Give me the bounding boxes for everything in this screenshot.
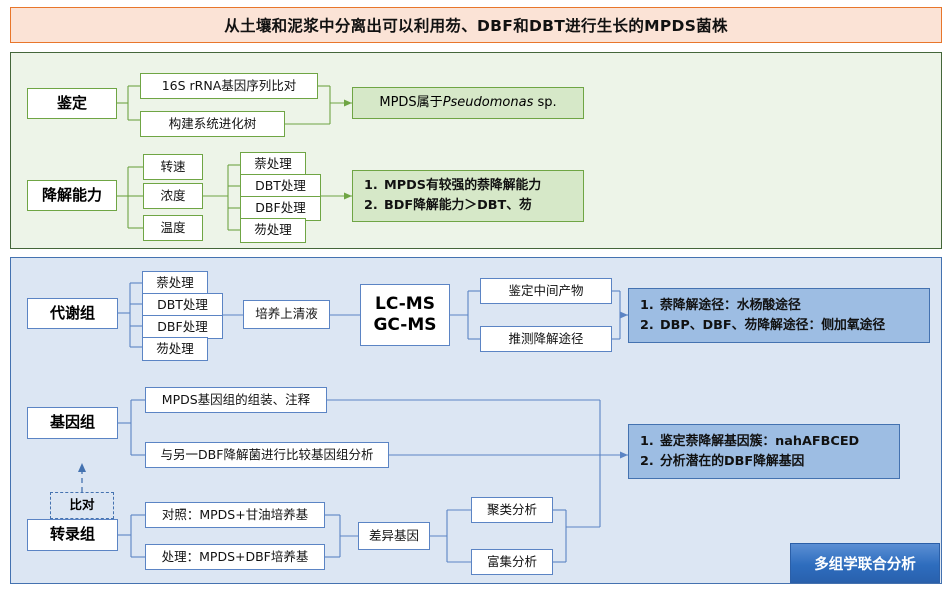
metabolome-analysis-2[interactable]: 推测降解途径 — [480, 326, 612, 352]
degradation-result-line-2: BDF降解能力＞DBT、芴 — [384, 198, 532, 213]
metabolome-head[interactable]: 代谢组 — [27, 298, 118, 329]
cluster-analysis-box[interactable]: 聚类分析 — [471, 497, 553, 523]
compare-node[interactable]: 比对 — [50, 492, 114, 519]
omics-result-line-2: 分析潜在的DBF降解基因 — [660, 453, 805, 469]
diagram-title: 从土壤和泥浆中分离出可以利用芴、DBF和DBT进行生长的MPDS菌株 — [10, 7, 942, 43]
omics-result: 1.鉴定萘降解基因簇：nahAFBCED 2.分析潜在的DBF降解基因 — [628, 424, 900, 479]
culture-supernatant-box[interactable]: 培养上清液 — [243, 300, 330, 329]
degradation-factor-1[interactable]: 转速 — [143, 154, 203, 180]
degradation-head[interactable]: 降解能力 — [27, 180, 117, 211]
degradation-result-line-1: MPDS有较强的萘降解能力 — [384, 178, 542, 194]
degradation-result-list: 1.MPDS有较强的萘降解能力 2.BDF降解能力＞DBT、芴 — [353, 171, 583, 221]
degradation-treatment-3[interactable]: DBF处理 — [240, 196, 321, 221]
metabolome-result: 1.萘降解途径：水杨酸途径 2.DBP、DBF、芴降解途径：侧加氧途径 — [628, 288, 930, 343]
omics-result-list: 1.鉴定萘降解基因簇：nahAFBCED 2.分析潜在的DBF降解基因 — [629, 427, 899, 477]
metabolome-result-line-2: DBP、DBF、芴降解途径：侧加氧途径 — [660, 317, 886, 333]
metabolome-result-list: 1.萘降解途径：水杨酸途径 2.DBP、DBF、芴降解途径：侧加氧途径 — [629, 291, 929, 341]
deg-box[interactable]: 差异基因 — [358, 522, 430, 550]
ms-instrument-box[interactable]: LC-MS GC-MS — [360, 284, 450, 346]
metabolome-treatment-3[interactable]: DBF处理 — [142, 315, 223, 339]
genome-task-1[interactable]: MPDS基因组的组装、注释 — [145, 387, 327, 413]
genome-head[interactable]: 基因组 — [27, 407, 118, 439]
degradation-treatment-4[interactable]: 芴处理 — [240, 218, 306, 243]
degradation-result: 1.MPDS有较强的萘降解能力 2.BDF降解能力＞DBT、芴 — [352, 170, 584, 222]
metabolome-treatment-2[interactable]: DBT处理 — [142, 293, 223, 317]
enrichment-analysis-box[interactable]: 富集分析 — [471, 549, 553, 575]
degradation-factor-3[interactable]: 温度 — [143, 215, 203, 241]
transcriptome-head[interactable]: 转录组 — [27, 519, 118, 551]
genome-task-2[interactable]: 与另一DBF降解菌进行比较基因组分析 — [145, 442, 389, 468]
multi-omics-badge: 多组学联合分析 — [790, 543, 940, 583]
degradation-factor-2[interactable]: 浓度 — [143, 183, 203, 209]
degradation-treatment-2[interactable]: DBT处理 — [240, 174, 321, 199]
identification-result: MPDS属于Pseudomonas sp. — [352, 87, 584, 119]
omics-result-line-1: 鉴定萘降解基因簇：nahAFBCED — [660, 433, 860, 449]
identification-method-2[interactable]: 构建系统进化树 — [140, 111, 285, 137]
metabolome-treatment-4[interactable]: 芴处理 — [142, 337, 208, 361]
transcriptome-group-treatment[interactable]: 处理：MPDS+DBF培养基 — [145, 544, 325, 570]
gc-ms-label: GC-MS — [373, 315, 437, 335]
metabolome-treatment-1[interactable]: 萘处理 — [142, 271, 208, 295]
metabolome-result-line-1: 萘降解途径：水杨酸途径 — [660, 297, 801, 313]
transcriptome-group-control[interactable]: 对照：MPDS+甘油培养基 — [145, 502, 325, 528]
identification-head[interactable]: 鉴定 — [27, 88, 117, 119]
lc-ms-label: LC-MS — [375, 293, 435, 314]
metabolome-analysis-1[interactable]: 鉴定中间产物 — [480, 278, 612, 304]
identification-method-1[interactable]: 16S rRNA基因序列比对 — [140, 73, 318, 99]
